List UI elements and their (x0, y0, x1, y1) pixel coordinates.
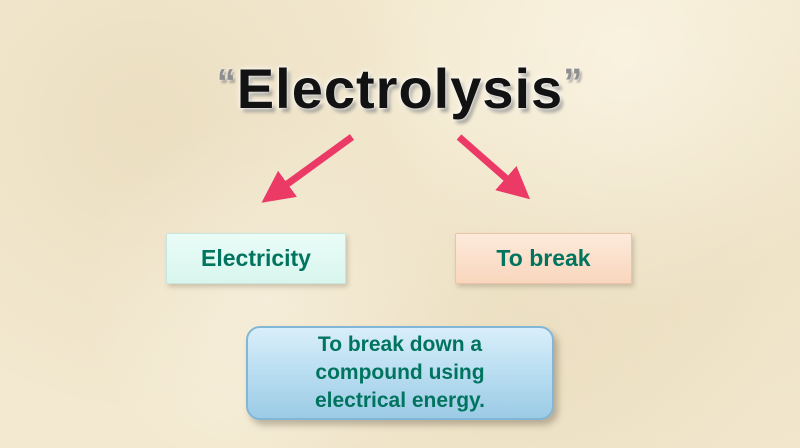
to-break-box: To break (455, 233, 632, 284)
slide-title: “Electrolysis” (0, 56, 800, 121)
title-text: Electrolysis (236, 57, 564, 120)
definition-box: To break down a compound using electrica… (246, 326, 554, 420)
electricity-box: Electricity (166, 233, 346, 284)
electricity-label: Electricity (201, 245, 311, 271)
arrow-to-electricity (261, 134, 355, 203)
definition-line-2: compound using (315, 361, 485, 385)
arrow-to-break (456, 134, 531, 200)
open-quote: “ (216, 61, 237, 104)
to-break-label: To break (496, 245, 591, 271)
definition-line-1: To break down a (317, 333, 483, 357)
close-quote: ” (563, 61, 584, 104)
definition-line-3: electrical energy. (314, 388, 486, 412)
